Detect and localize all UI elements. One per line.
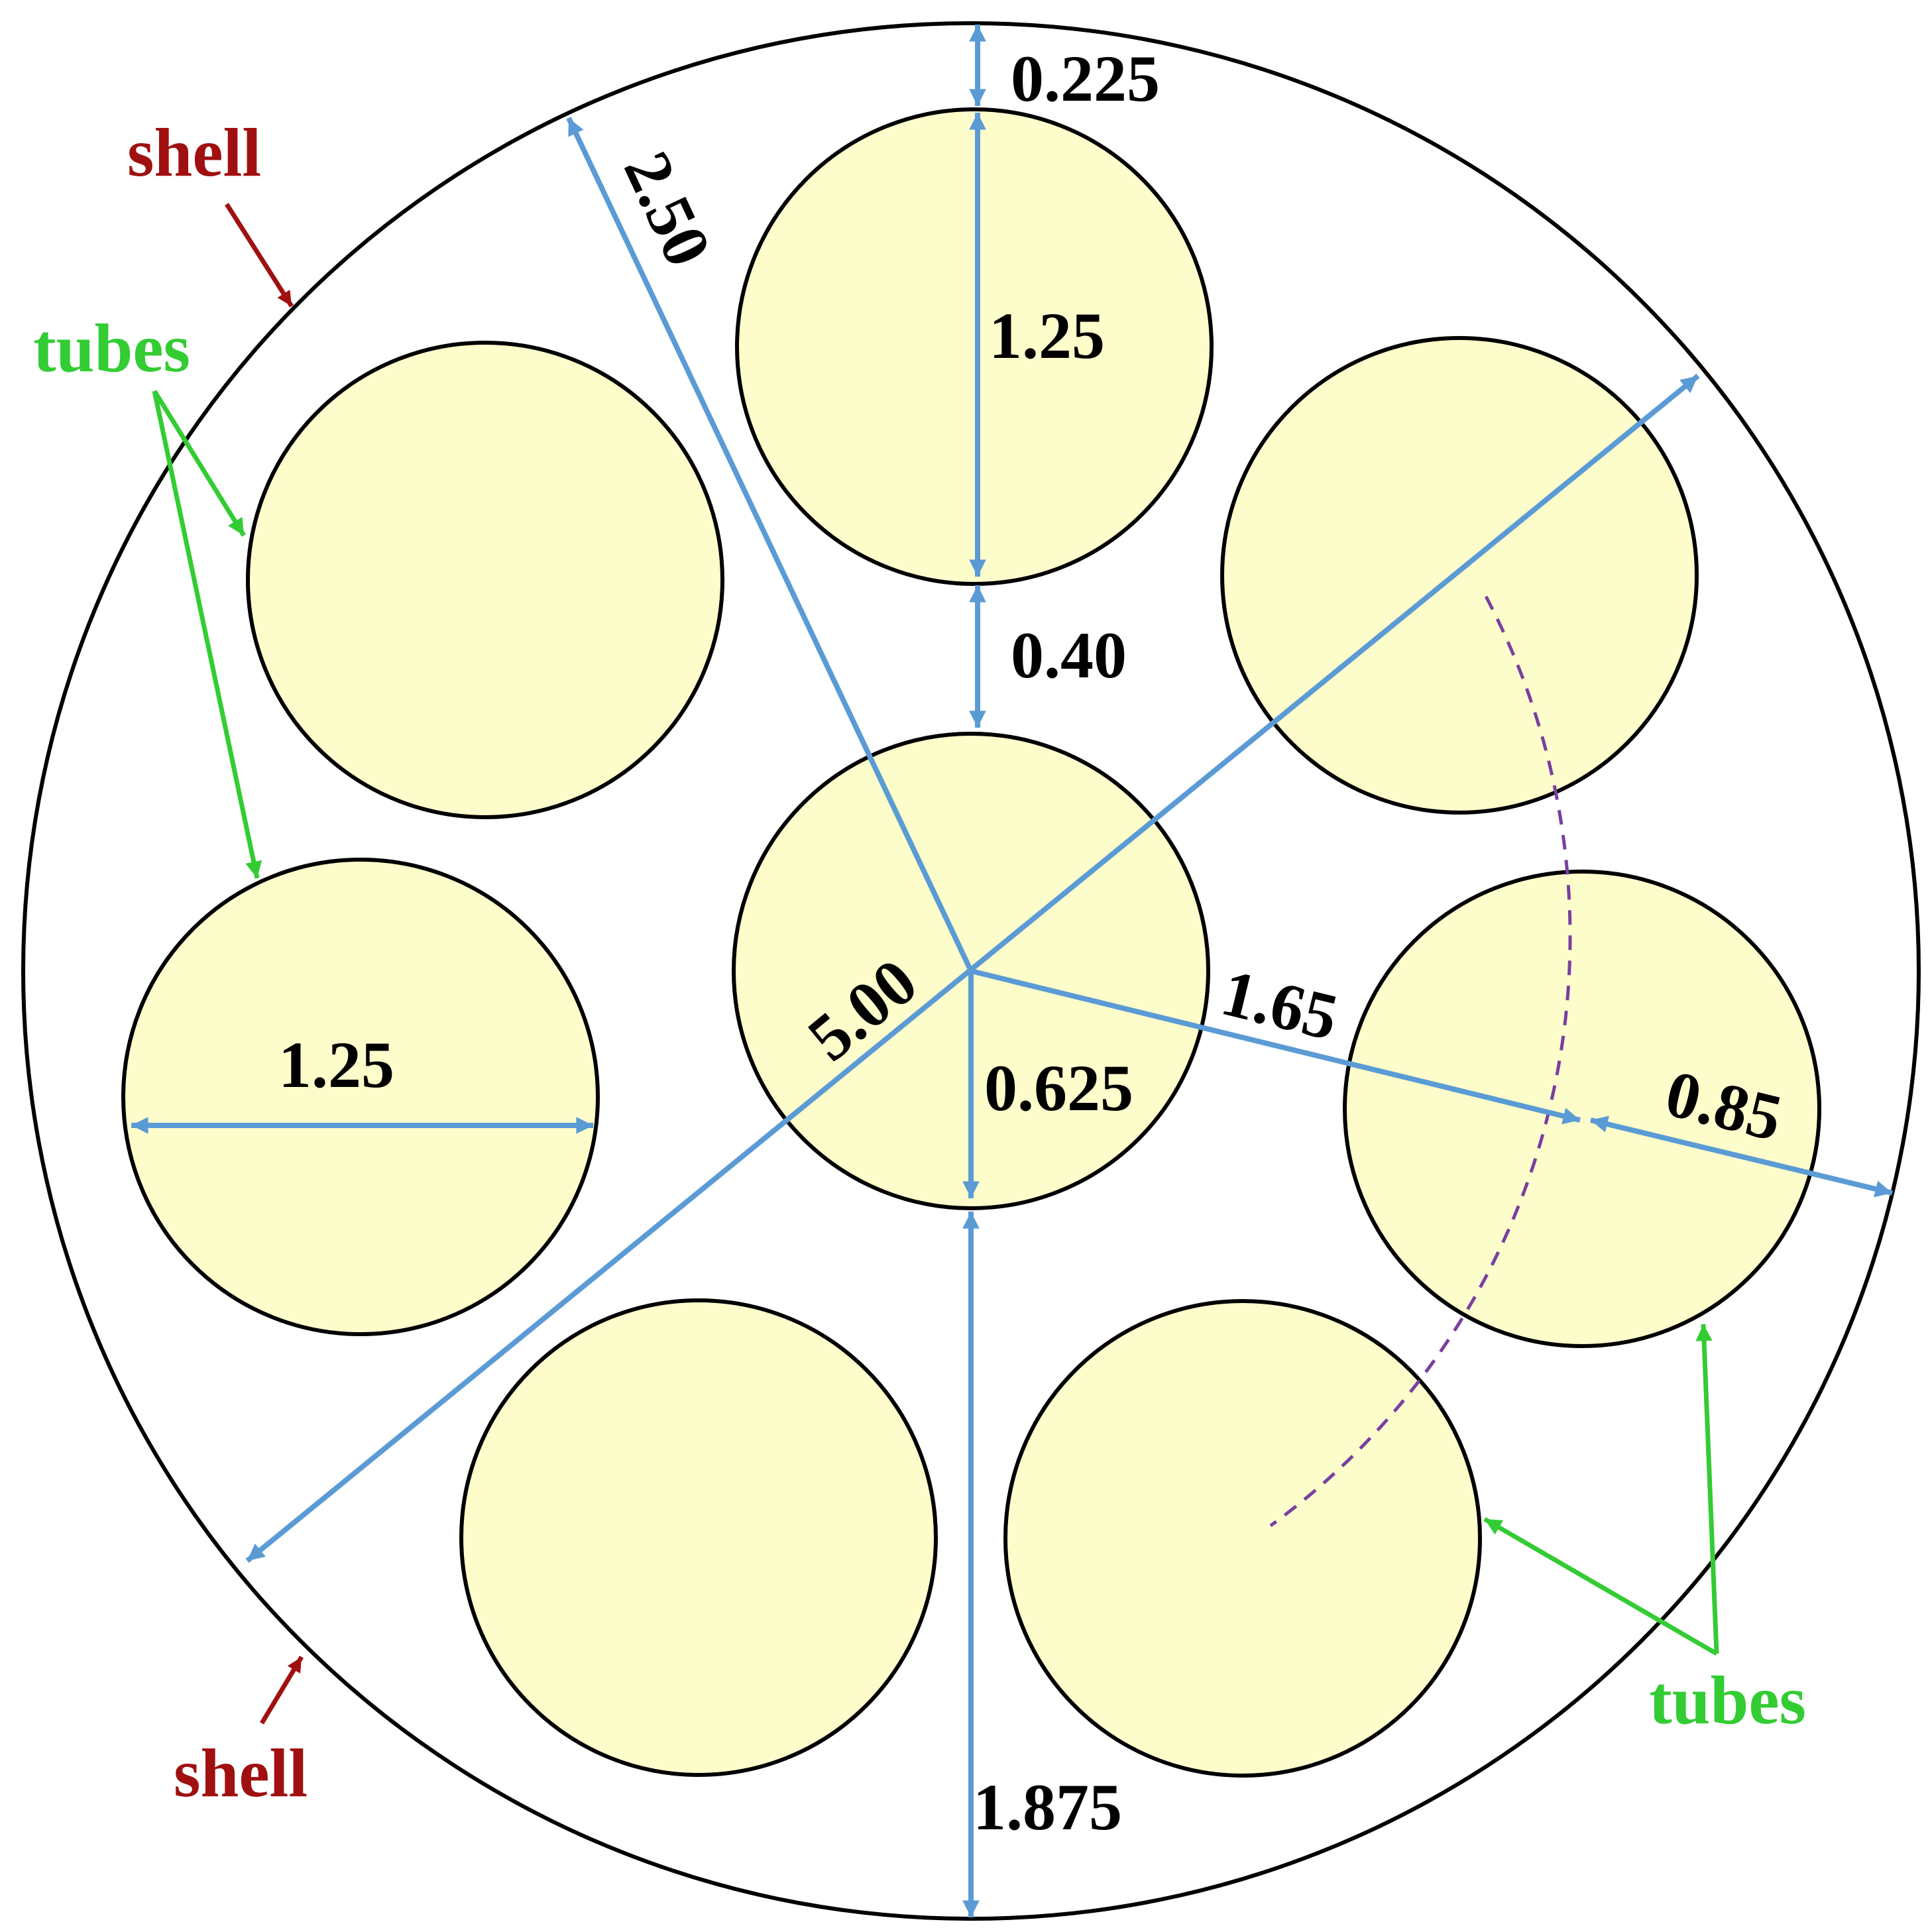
tubes-right-pointer-upper: [1695, 1324, 1719, 1654]
bottom-gap-label: 1.875: [973, 1770, 1122, 1844]
tube-lower-right: [1003, 1299, 1482, 1778]
outer-tube-to-shell-dimension: [1590, 1115, 1893, 1198]
tubes-right-pointer-lower: [1483, 1516, 1718, 1656]
pitch-radius-dimension: [970, 968, 1581, 1125]
tube-top: [735, 107, 1214, 586]
tube-diameter-vertical-label: 1.25: [989, 299, 1105, 372]
tubes-left-pointer-upper: [152, 390, 246, 537]
shell-bottom-pointer: [259, 1656, 304, 1725]
tube-gap-label: 0.40: [1011, 618, 1127, 692]
outer-gap-label: 0.225: [1011, 42, 1160, 115]
tube-lower-left: [459, 1298, 938, 1777]
dimension-lines: [131, 25, 1893, 1917]
center-tube-radius-label: 0.625: [984, 1051, 1133, 1125]
tubes-right-label: tubes: [1649, 1662, 1806, 1738]
tube-upper-left: [246, 341, 724, 819]
shell-bottom-label: shell: [174, 1735, 308, 1811]
tubes-left-label: tubes: [33, 310, 190, 386]
shell-diameter-dimension: [245, 373, 1700, 1563]
shell-top-label: shell: [127, 115, 261, 191]
tube-diameter-horizontal-label: 1.25: [278, 1028, 394, 1102]
tubes-left-pointer-lower: [152, 390, 262, 879]
shell-top-pointer: [225, 203, 294, 308]
tube-upper-right: [1220, 336, 1699, 815]
